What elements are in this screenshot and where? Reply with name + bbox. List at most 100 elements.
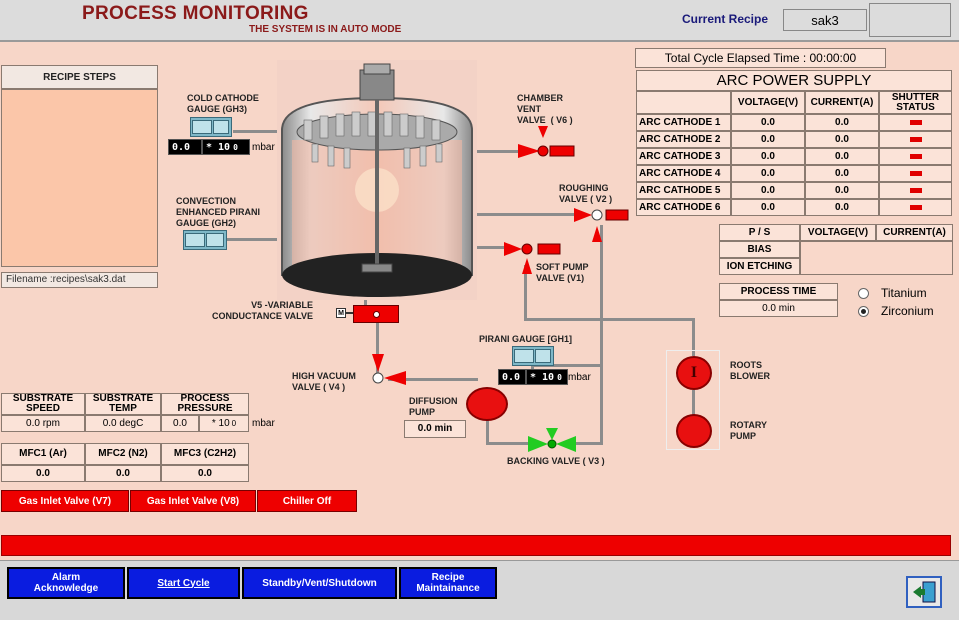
vacuum-chamber-icon (277, 60, 477, 300)
pipe-vent (476, 150, 524, 153)
material-option-zirconium[interactable]: Zirconium (858, 304, 934, 318)
gh3-label: COLD CATHODE GAUGE (GH3) (187, 93, 259, 114)
substrate-table: SUBSTRATE SPEED SUBSTRATE TEMP PROCESS P… (1, 393, 249, 432)
v6-label: CHAMBER VENT VALVE ( V6 ) (517, 93, 573, 125)
material-option-titanium[interactable]: Titanium (858, 286, 927, 300)
arc-shutter-status (879, 165, 952, 182)
titanium-radio[interactable] (858, 287, 869, 299)
gh3-value: 0.0 (168, 139, 202, 155)
arc-table: VOLTAGE(V) CURRENT(A) SHUTTER STATUS ARC… (636, 91, 952, 216)
pipe-roughing-down (600, 225, 603, 445)
ps-header-ps: P / S (719, 224, 800, 241)
diffusion-time: 0.0 min (404, 420, 466, 438)
ps-row-labels: BIAS ION ETCHING (719, 241, 800, 275)
mfc3-value: 0.0 (161, 465, 249, 482)
ps-values-area (800, 241, 953, 275)
pipe-gh1 (531, 364, 534, 372)
arc-cathode-voltage: 0.0 (731, 148, 805, 165)
gh3-exp-text: * 10 (206, 141, 231, 153)
gh1-label: PIRANI GAUGE [GH1] (479, 334, 573, 344)
arc-cathode-voltage: 0.0 (731, 131, 805, 148)
arc-cathode-current: 0.0 (805, 199, 879, 216)
pipe-roots-rotary (692, 390, 695, 416)
v1-valve-icon[interactable] (504, 240, 564, 276)
cycle-time: Total Cycle Elapsed Time : 00:00:00 (635, 48, 886, 68)
gas-inlet-v8-button[interactable]: Gas Inlet Valve (V8) (130, 490, 256, 512)
header-empty-box (869, 3, 951, 37)
gh1-exp-power: 0 (557, 372, 562, 382)
arc-shutter-status (879, 114, 952, 131)
recipe-steps-title-text: RECIPE STEPS (43, 71, 116, 83)
arc-header-shutter: SHUTTER STATUS (879, 91, 952, 114)
v4-valve-icon[interactable] (366, 352, 408, 392)
roots-blower-icon[interactable]: I (676, 356, 712, 390)
zirconium-radio[interactable] (858, 305, 869, 317)
gh3-gauge-icon[interactable] (190, 117, 232, 137)
gh1-value: 0.0 (498, 369, 526, 385)
arc-title: ARC POWER SUPPLY (636, 70, 952, 91)
arc-cathode-voltage: 0.0 (731, 199, 805, 216)
v5-valve-icon[interactable] (353, 305, 399, 323)
alarm-acknowledge-button[interactable]: Alarm Acknowledge (7, 567, 125, 599)
arc-header-current: CURRENT(A) (805, 91, 879, 114)
mfc1-value: 0.0 (1, 465, 85, 482)
arc-cathode-name: ARC CATHODE 4 (636, 165, 731, 182)
pressure-unit: mbar (252, 418, 275, 429)
arc-header-voltage: VOLTAGE(V) (731, 91, 805, 114)
substrate-speed-value: 0.0 rpm (1, 415, 85, 432)
exit-button[interactable] (906, 576, 942, 608)
pipe-backing-right (574, 442, 603, 445)
pressure-exp-text: * 10 (211, 417, 230, 429)
arc-cathode-name: ARC CATHODE 2 (636, 131, 731, 148)
gas-inlet-v7-button[interactable]: Gas Inlet Valve (V7) (1, 490, 129, 512)
process-pressure-value: 0.0 (161, 415, 199, 432)
chiller-button[interactable]: Chiller Off (257, 490, 357, 512)
substrate-temp-value: 0.0 degC (85, 415, 161, 432)
start-cycle-button[interactable]: Start Cycle (127, 567, 240, 599)
arc-header-row: VOLTAGE(V) CURRENT(A) SHUTTER STATUS (636, 91, 952, 114)
pipe-v4-diffusion (388, 378, 478, 381)
recipe-maintenance-button[interactable]: Recipe Maintainance (399, 567, 497, 599)
pipe-gh3 (233, 130, 280, 133)
v6-valve-icon[interactable] (518, 126, 576, 160)
substrate-speed-header: SUBSTRATE SPEED (1, 393, 85, 415)
rotary-pump-icon[interactable] (676, 414, 712, 448)
v4-label: HIGH VACUUM VALVE ( V4 ) (292, 371, 356, 392)
diffusion-pump-icon[interactable] (466, 387, 508, 421)
pipe-v5-v4 (376, 323, 379, 373)
pipe-softpump (476, 246, 508, 249)
v3-label: BACKING VALVE ( V3 ) (507, 456, 605, 466)
arc-cathode-name: ARC CATHODE 6 (636, 199, 731, 216)
gh2-gauge-icon[interactable] (183, 230, 227, 250)
alarm-bar (1, 535, 951, 556)
v5-label: V5 -VARIABLE CONDUCTANCE VALVE (212, 300, 313, 321)
gh1-gauge-icon[interactable] (512, 346, 554, 366)
mfc3-header: MFC3 (C2H2) (161, 443, 249, 465)
mode-subtitle: THE SYSTEM IS IN AUTO MODE (249, 24, 402, 35)
rotary-pump-label: ROTARY PUMP (730, 420, 767, 441)
ps-table: P / S VOLTAGE(V) CURRENT(A) BIAS ION ETC… (719, 224, 953, 275)
process-pressure-header: PROCESS PRESSURE (161, 393, 249, 415)
mfc2-value: 0.0 (85, 465, 161, 482)
arc-cathode-name: ARC CATHODE 3 (636, 148, 731, 165)
shutter-indicator (909, 205, 922, 210)
v3-valve-icon[interactable] (528, 426, 578, 462)
pipe-gh1-h (533, 364, 601, 367)
v2-label: ROUGHING VALVE ( V2 ) (559, 183, 613, 204)
gh2-label: CONVECTION ENHANCED PIRANI GAUGE (GH2) (176, 196, 261, 228)
arc-cathode-voltage: 0.0 (731, 114, 805, 131)
recipe-steps-list[interactable] (1, 89, 158, 267)
ps-header-voltage: VOLTAGE(V) (800, 224, 876, 241)
mfc-header-row: MFC1 (Ar) MFC2 (N2) MFC3 (C2H2) (1, 443, 249, 465)
standby-vent-shutdown-button[interactable]: Standby/Vent/Shutdown (242, 567, 397, 599)
v2-valve-icon[interactable] (574, 204, 632, 244)
shutter-indicator (909, 120, 922, 125)
gh1-exp-text: * 10 (530, 371, 555, 383)
